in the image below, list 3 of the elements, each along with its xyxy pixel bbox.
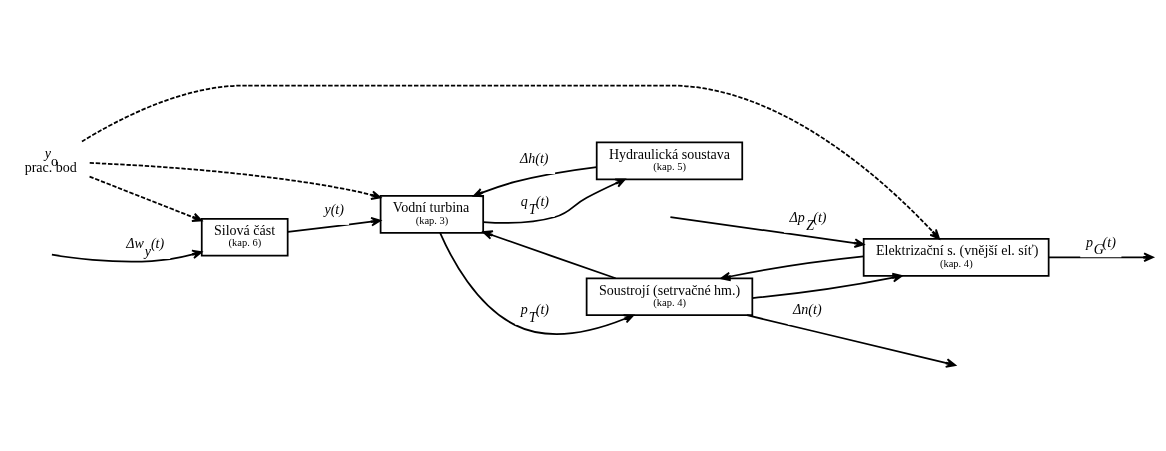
edge-label: Δh(t)	[520, 151, 549, 167]
edge-label: Δn(t)	[793, 302, 822, 318]
edge-label: y(t)	[324, 202, 344, 218]
